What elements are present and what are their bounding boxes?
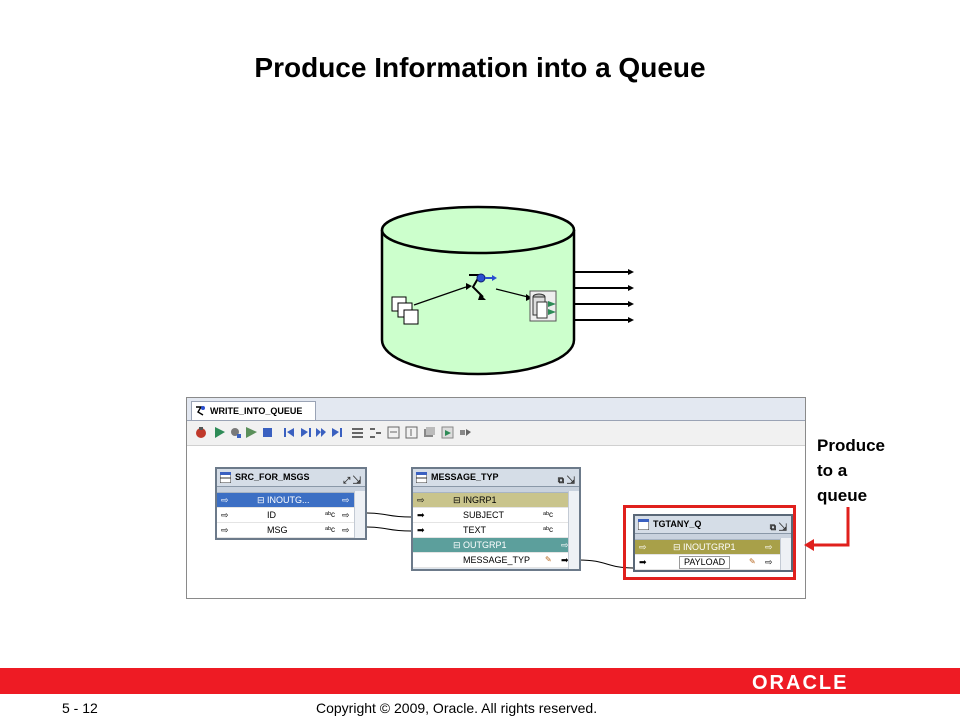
arrow-icon[interactable] — [459, 426, 472, 439]
callout-arrow — [804, 507, 850, 551]
target-attribute-name: PAYLOAD — [679, 556, 731, 569]
message-type-operator[interactable]: MESSAGE_TYP ⧉ ⇲ ⇨ ⊟ INGRP1 ➡ SUBJECT ᵃᵇc… — [411, 467, 581, 571]
arrow-in-icon: ⇨ — [221, 525, 229, 535]
arrow-out-icon: ⇨ — [342, 510, 350, 520]
mapping-canvas: SRC_FOR_MSGS ⤢ ⇲ ⇨ ⊟ INOUTG... ⇨ ⇨ ID ᵃᵇ… — [187, 446, 805, 598]
step-back-icon[interactable] — [299, 426, 312, 439]
skip-icon[interactable] — [331, 426, 344, 439]
arrow-out-icon: ➡ — [561, 555, 569, 565]
input-attribute-name: SUBJECT — [463, 510, 505, 520]
arrow-in-icon: ⇨ — [221, 510, 229, 520]
scrollbar[interactable] — [780, 538, 791, 570]
input-group-row[interactable]: ⇨ ⊟ INGRP1 — [413, 493, 579, 508]
target-attribute-row[interactable]: ➡ PAYLOAD ✎ ⇨ — [635, 555, 791, 570]
output-attribute-name: MESSAGE_TYP — [463, 555, 531, 565]
source-attribute-row[interactable]: ⇨ MSG ᵃᵇc ⇨ — [217, 523, 365, 538]
collapse-icon[interactable] — [405, 426, 418, 439]
input-attribute-name: TEXT — [463, 525, 487, 535]
find-icon[interactable] — [423, 426, 436, 439]
source-attribute-name: MSG — [267, 525, 288, 535]
arrow-out-icon: ⇨ — [561, 540, 569, 550]
output-group-label: ⊟ OUTGRP1 — [453, 540, 507, 550]
generate-icon[interactable] — [245, 426, 258, 439]
tab-label: WRITE_INTO_QUEUE — [210, 406, 303, 416]
source-group-label: ⊟ INOUTG... — [257, 495, 310, 505]
stop-icon[interactable] — [261, 426, 274, 439]
input-attribute-row[interactable]: ➡ TEXT ᵃᵇc — [413, 523, 579, 538]
source-group-row[interactable]: ⇨ ⊟ INOUTG... ⇨ — [217, 493, 365, 508]
expand-icon[interactable] — [387, 426, 400, 439]
arrow-in-icon: ⇨ — [417, 495, 425, 505]
oracle-logo: ORACLE — [752, 672, 849, 694]
string-type-icon: ᵃᵇc — [325, 510, 335, 519]
ungroup-icon[interactable] — [369, 426, 382, 439]
mapping-icon — [195, 405, 207, 423]
arrow-out-icon: ⇨ — [765, 557, 773, 567]
step-icon[interactable] — [315, 426, 328, 439]
arrow-in-icon: ⇨ — [221, 495, 229, 505]
message-type-operator-name: MESSAGE_TYP — [431, 472, 499, 482]
transform-icon — [469, 273, 497, 300]
callout-line: Produce — [817, 436, 886, 455]
run-icon[interactable] — [195, 426, 208, 439]
target-group-row[interactable]: ⇨ ⊟ INOUTGRP1 ⇨ — [635, 540, 791, 555]
restore-icon[interactable]: ⧉ ⇲ — [769, 522, 787, 532]
debug-icon[interactable] — [229, 426, 242, 439]
target-group-label: ⊟ INOUTGRP1 — [673, 542, 736, 552]
table-icon — [219, 471, 232, 489]
source-attribute-name: ID — [267, 510, 276, 520]
copyright-text: Copyright © 2009, Oracle. All rights res… — [316, 700, 598, 716]
arrow-in-icon: ➡ — [639, 557, 647, 567]
database-cylinder-diagram — [380, 205, 634, 376]
mapping-connector-lines — [366, 512, 634, 569]
group-icon[interactable] — [351, 426, 364, 439]
tables-icon — [391, 296, 419, 325]
output-attribute-row[interactable]: MESSAGE_TYP ✎ ➡ — [413, 553, 579, 568]
string-type-icon: ᵃᵇc — [543, 525, 553, 534]
output-group-row[interactable]: ⊟ OUTGRP1 ⇨ — [413, 538, 579, 553]
source-attribute-row[interactable]: ⇨ ID ᵃᵇc ⇨ — [217, 508, 365, 523]
callout-line: queue — [817, 486, 868, 505]
string-type-icon: ᵃᵇc — [543, 510, 553, 519]
arrow-in-icon: ⇨ — [639, 542, 647, 552]
first-icon[interactable] — [283, 426, 296, 439]
table-icon — [415, 471, 428, 489]
arrow-out-icon: ⇨ — [342, 525, 350, 535]
arrow-in-icon: ➡ — [417, 510, 425, 520]
input-group-label: ⊟ INGRP1 — [453, 495, 497, 505]
string-type-icon: ᵃᵇc — [325, 525, 335, 534]
object-type-icon: ✎ — [749, 557, 756, 566]
restore-icon[interactable]: ⧉ ⇲ — [557, 475, 575, 485]
highlight-box — [623, 505, 796, 580]
callout-line: to a — [817, 461, 848, 480]
scrollbar[interactable] — [568, 491, 579, 569]
slide-title: Produce Information into a Queue — [254, 52, 706, 83]
tab-write-into-queue[interactable]: WRITE_INTO_QUEUE — [191, 401, 316, 420]
object-type-icon: ✎ — [545, 555, 552, 564]
source-operator-name: SRC_FOR_MSGS — [235, 472, 310, 482]
tab-strip: WRITE_INTO_QUEUE — [187, 398, 805, 421]
footer-bar — [0, 668, 960, 694]
queue-icon — [529, 290, 557, 322]
arrow-out-icon: ⇨ — [765, 542, 773, 552]
validate-icon[interactable] — [213, 426, 226, 439]
arrow-out-icon: ⇨ — [342, 495, 350, 505]
input-attribute-row[interactable]: ➡ SUBJECT ᵃᵇc — [413, 508, 579, 523]
maximize-icon[interactable]: ⤢ ⇲ — [342, 475, 361, 485]
arrow-in-icon: ➡ — [417, 525, 425, 535]
scrollbar[interactable] — [354, 491, 365, 538]
target-queue-operator[interactable]: TGTANY_Q ⧉ ⇲ ⇨ ⊟ INOUTGRP1 ⇨ ➡ PAYLOAD ✎… — [633, 514, 793, 572]
output-arrows — [574, 271, 628, 321]
mapping-editor-window: WRITE_INTO_QUEUE SRC_FOR_MSGS — [186, 397, 806, 599]
target-queue-name: TGTANY_Q — [653, 519, 702, 529]
callout-text: Produce to a queue — [817, 433, 937, 508]
source-operator[interactable]: SRC_FOR_MSGS ⤢ ⇲ ⇨ ⊟ INOUTG... ⇨ ⇨ ID ᵃᵇ… — [215, 467, 367, 540]
toolbar — [187, 421, 805, 446]
slide-number: 5 - 12 — [62, 700, 98, 716]
map-icon[interactable] — [441, 426, 454, 439]
